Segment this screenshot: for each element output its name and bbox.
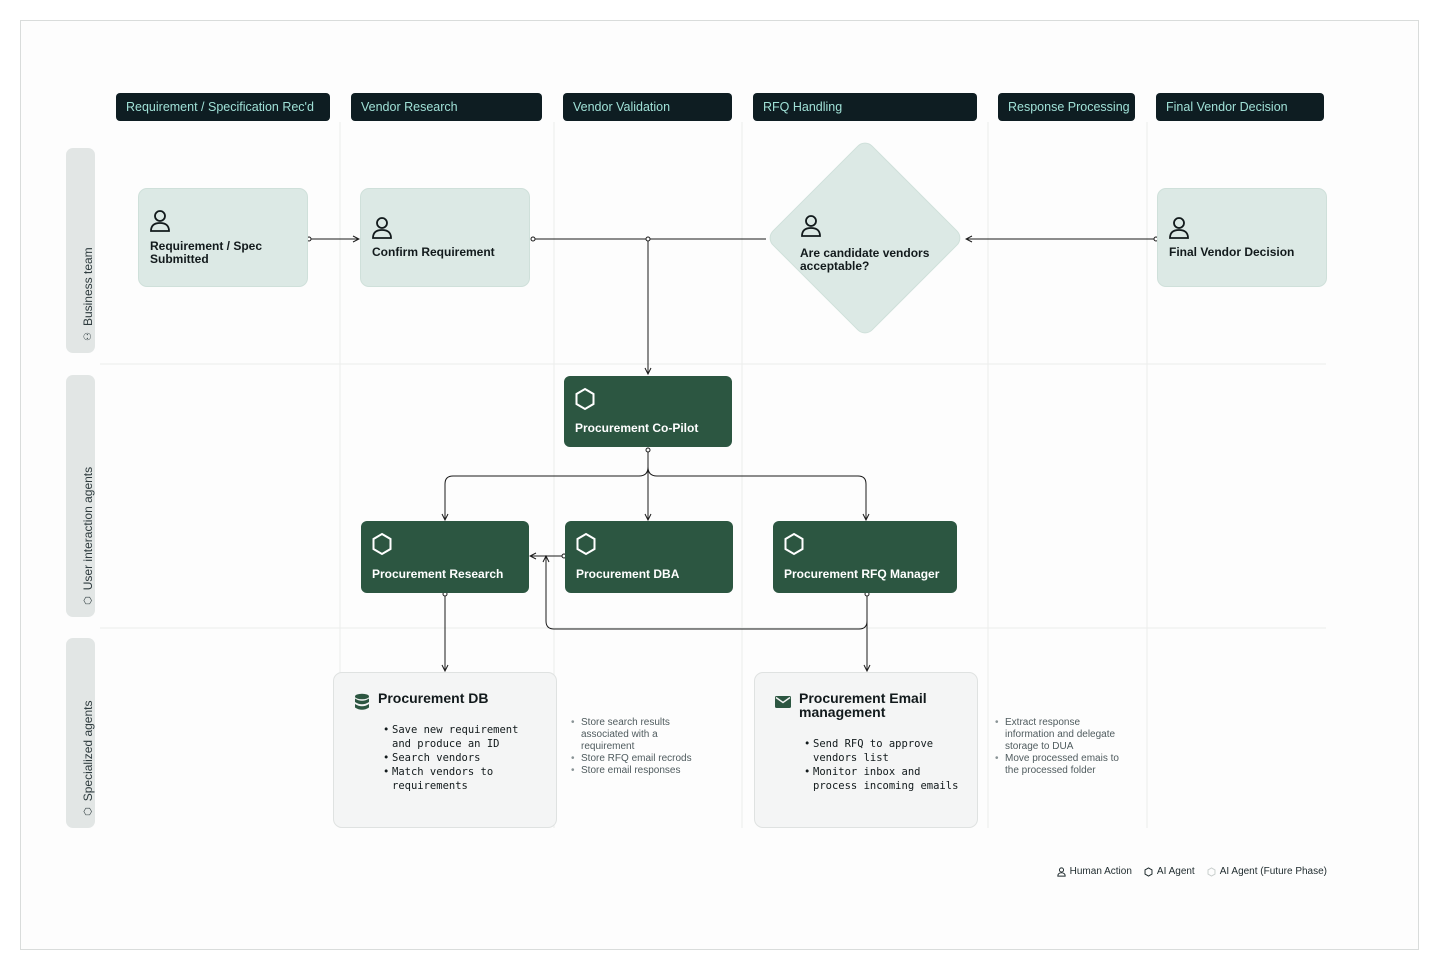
agent-title: Procurement Research (372, 567, 504, 581)
node-confirm-requirement[interactable]: Confirm Requirement (360, 188, 530, 287)
column-header-vendor-validation: Vendor Validation (563, 93, 732, 121)
lane-label-user-interaction: User interaction agents (80, 466, 95, 591)
lane-user-interaction: ⬡ User interaction agents (66, 375, 95, 617)
agent-title: Procurement Co-Pilot (575, 421, 699, 435)
agent-procurement-rfq-manager[interactable]: Procurement RFQ Manager (773, 521, 957, 593)
lane-business-team: ⚇ Business team (66, 148, 95, 353)
node-decision[interactable]: Are candidate vendors acceptable? (800, 214, 950, 273)
hexagon-icon: ⬡ (82, 596, 93, 605)
hexagon-icon (784, 532, 804, 556)
specialized-procurement-email[interactable]: Procurement Email management Send RFQ to… (754, 672, 978, 828)
db-task-list: Save new requirement and produce an ID S… (383, 723, 543, 793)
agent-procurement-research[interactable]: Procurement Research (361, 521, 529, 593)
column-header-response-processing: Response Processing (998, 93, 1135, 121)
diagram-frame (20, 20, 1419, 950)
agent-procurement-dba[interactable]: Procurement DBA (565, 521, 733, 593)
list-item: Store email responses (571, 765, 711, 777)
legend-human: Human Action (1056, 866, 1132, 877)
person-icon (372, 217, 392, 239)
person-icon (150, 210, 170, 232)
list-item: Extract response information and delegat… (995, 717, 1130, 753)
node-final-decision[interactable]: Final Vendor Decision (1157, 188, 1327, 287)
list-item: Move processed emais to the processed fo… (995, 753, 1130, 777)
person-icon (801, 215, 821, 237)
list-item: Send RFQ to approve vendors list (804, 737, 964, 765)
list-item: Store RFQ email recrods (571, 753, 711, 765)
lane-label-business: Business team (80, 247, 95, 327)
node-title: Confirm Requirement (372, 245, 495, 259)
column-header-rfq-handling: RFQ Handling (753, 93, 977, 121)
hexagon-icon (372, 532, 392, 556)
email-notes: Extract response information and delegat… (995, 717, 1130, 777)
specialized-title: Procurement Email management (799, 690, 927, 720)
agent-procurement-copilot[interactable]: Procurement Co-Pilot (564, 376, 732, 447)
hexagon-icon: ⬡ (82, 807, 93, 816)
list-item: Search vendors (383, 751, 543, 765)
decision-diamond (769, 142, 961, 334)
legend-agent: AI Agent (1144, 866, 1195, 877)
lane-label-specialized: Specialized agents (80, 700, 95, 802)
specialized-procurement-db[interactable]: Procurement DB Save new requirement and … (333, 672, 557, 828)
hexagon-faded-icon (1207, 866, 1216, 877)
hexagon-icon (576, 532, 596, 556)
hexagon-icon (1144, 866, 1153, 877)
list-item: Match vendors to requirements (383, 765, 543, 793)
specialized-title: Procurement DB (378, 690, 489, 706)
legend-future: AI Agent (Future Phase) (1207, 866, 1327, 877)
legend: Human Action AI Agent AI Agent (Future P… (1056, 866, 1327, 877)
agent-title: Procurement DBA (576, 567, 680, 581)
node-title: Are candidate vendors acceptable? (800, 246, 930, 273)
db-notes: Store search results associated with a r… (571, 717, 711, 777)
database-icon (355, 693, 369, 710)
column-header-requirement: Requirement / Specification Rec'd (116, 93, 330, 121)
node-title: Final Vendor Decision (1169, 245, 1295, 259)
email-task-list: Send RFQ to approve vendors list Monitor… (804, 737, 964, 793)
agent-title: Procurement RFQ Manager (784, 567, 940, 581)
list-item: Save new requirement and produce an ID (383, 723, 543, 751)
lane-specialized: ⬡ Specialized agents (66, 638, 95, 828)
hexagon-icon (575, 387, 595, 411)
list-item: Store search results associated with a r… (571, 717, 711, 753)
envelope-icon (775, 696, 791, 708)
column-header-vendor-research: Vendor Research (351, 93, 542, 121)
column-header-final-decision: Final Vendor Decision (1156, 93, 1324, 121)
person-icon (1056, 866, 1066, 877)
list-item: Monitor inbox and process incoming email… (804, 765, 964, 793)
node-title: Requirement / Spec Submitted (150, 239, 263, 266)
people-icon: ⚇ (82, 332, 93, 341)
node-requirement-spec[interactable]: Requirement / Spec Submitted (138, 188, 308, 287)
lane-separators (100, 363, 1326, 629)
person-icon (1169, 217, 1189, 239)
